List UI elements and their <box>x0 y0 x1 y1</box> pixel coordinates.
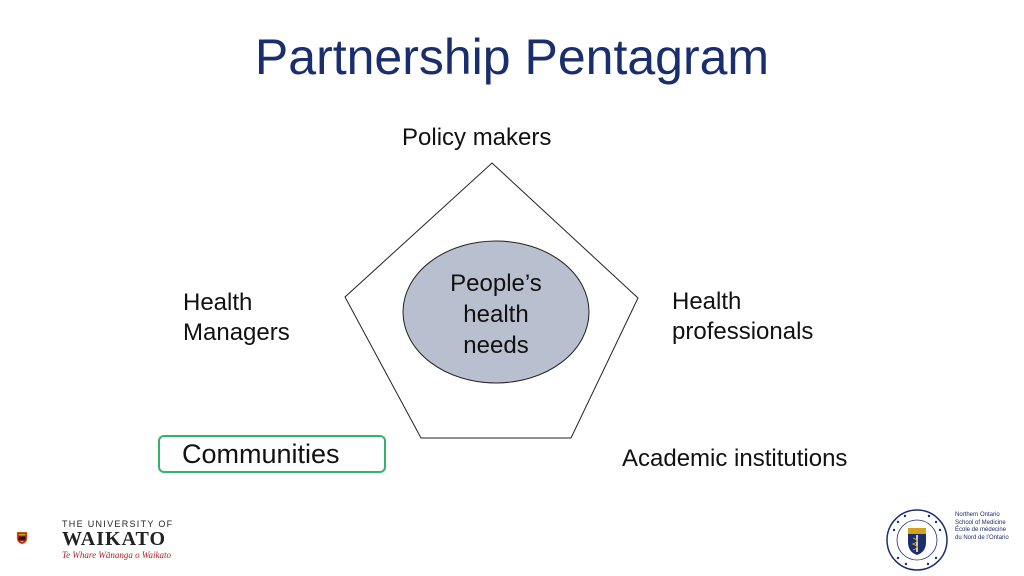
vertex-academic-institutions: Academic institutions <box>622 445 848 472</box>
waikato-crest-icon <box>16 531 28 545</box>
center-ellipse <box>402 240 590 384</box>
waikato-motto: Te Whare Wānanga o Waikato <box>62 550 171 560</box>
vertex-health-professionals-line1: Health <box>672 288 742 315</box>
nosm-line2: School of Medicine <box>955 519 1006 526</box>
center-label-line2: health <box>463 301 529 328</box>
vertex-health-managers-line1: Health <box>183 289 253 316</box>
vertex-policy-makers: Policy makers <box>402 124 552 151</box>
waikato-line1: THE UNIVERSITY OF <box>62 519 174 529</box>
vertex-communities[interactable]: Communities <box>158 435 386 473</box>
nosm-line4: du Nord de l’Ontario <box>955 534 1009 541</box>
center-label-line3: needs <box>463 332 529 359</box>
pentagon-outline <box>344 162 639 439</box>
page-title: Partnership Pentagram <box>254 29 770 85</box>
vertex-health-managers-line2: Managers <box>183 319 290 346</box>
vertex-health-professionals: Health professionals <box>672 287 813 347</box>
vertex-health-professionals-line2: professionals <box>672 318 814 345</box>
center-label: People’s health needs <box>403 268 589 361</box>
center-label-line1: People’s <box>450 270 542 297</box>
nosm-wordmark: Northern Ontario School of Medicine Écol… <box>955 512 1021 542</box>
nosm-line3: École de médecine <box>955 527 1007 533</box>
nosm-seal-icon <box>886 509 948 571</box>
nosm-line1: Northern Ontario <box>955 512 1000 518</box>
vertex-health-managers: Health Managers <box>183 288 290 348</box>
waikato-line2: WAIKATO <box>62 528 167 550</box>
